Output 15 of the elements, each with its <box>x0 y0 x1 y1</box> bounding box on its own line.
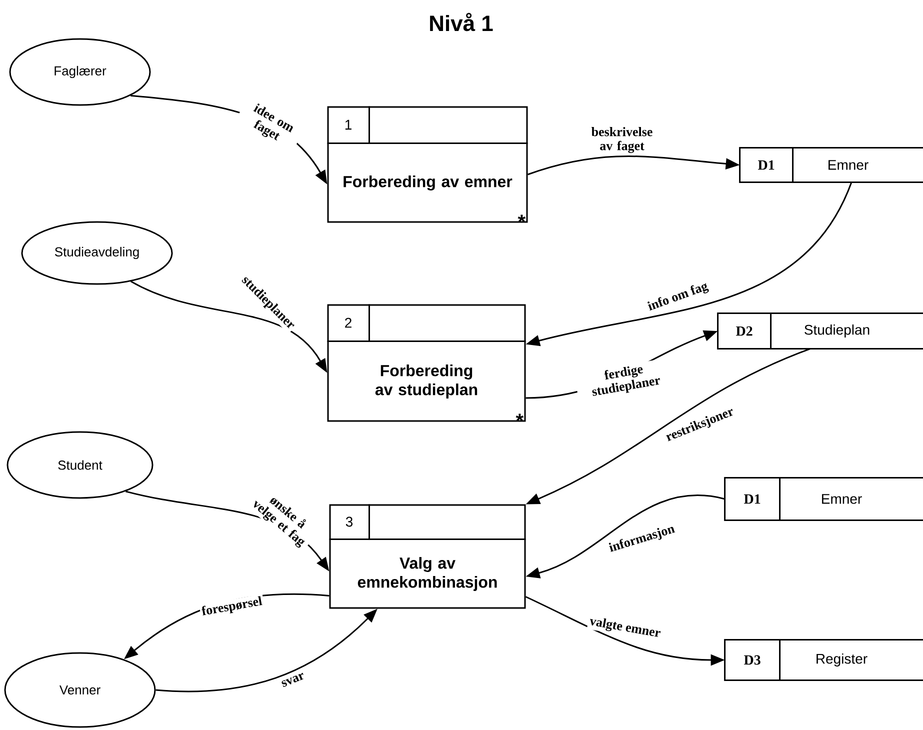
edge-label: idee om faget <box>234 96 306 154</box>
data-store: D3 Register <box>724 639 923 681</box>
process-box: 1 Forbereding av emner * <box>327 106 528 223</box>
data-store: D1 Emner <box>724 477 923 521</box>
edge-label: ferdige studieplaner <box>574 357 676 403</box>
edge-label: forespørsel <box>199 594 265 620</box>
edge-label: info om fag <box>644 278 712 316</box>
data-store: D1 Emner <box>739 147 923 183</box>
data-store: D2 Studieplan <box>717 312 923 350</box>
process-box: 3 Valg av emnekombinasjon <box>329 504 526 609</box>
process-box: 2 Forbereding av studieplan * <box>327 304 526 422</box>
title: Nivå 1 <box>430 12 493 32</box>
edge-label: beskrivelse av faget <box>580 126 664 154</box>
edge-label: svar <box>278 670 308 690</box>
edge-label: valgte emner <box>586 614 664 642</box>
